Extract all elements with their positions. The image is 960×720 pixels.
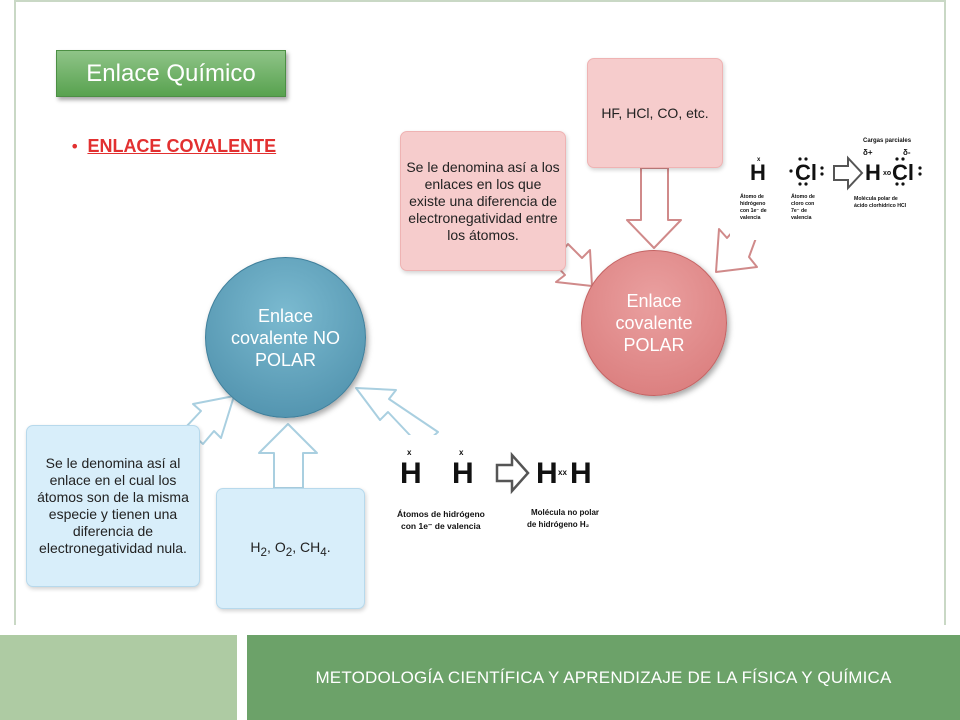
polar-examples: HF, HCl, CO, etc. (601, 105, 709, 121)
example-o-subscript: 2 (285, 545, 293, 559)
chlorine-caption-line-4: valencia (791, 215, 812, 221)
chlorine-caption-line-2: cloro con (791, 201, 814, 207)
nonpolar-examples: H2, O2, CH4. (250, 539, 330, 559)
molecule-caption-line-1: Molécula no polar (531, 508, 599, 517)
hydrogen-caption-line-2: hidrógeno (740, 201, 765, 207)
hydrogen-caption-line-3: con 1e⁻ de (740, 208, 767, 214)
delta-minus-label: δ- (903, 148, 911, 157)
nonpolar-description-box: Se le denomina así al enlace en el cual … (26, 425, 200, 587)
chlorine-electron-dots (789, 157, 824, 186)
frame-right-line (944, 0, 946, 625)
example-ch-subscript: 4 (320, 545, 327, 559)
reaction-arrow-icon (495, 451, 530, 495)
arrow-examples-to-polar (626, 167, 682, 249)
atoms-caption-line-1: Átomos de hidrógeno (397, 509, 485, 519)
frame-left-line (14, 0, 16, 625)
nonpolar-bond-circle: Enlace covalente NO POLAR (205, 257, 366, 418)
hcl-shared-pair: xo (883, 170, 891, 177)
molecule-shared-pair: xx (558, 468, 567, 477)
h2-bond-figure: x H x H H xx H Átomos de hidrógeno con 1… (385, 435, 610, 551)
chlorine-caption-line-1: Átomo de (791, 193, 815, 200)
bullet-dot: • (70, 137, 80, 156)
atoms-caption-line-2: con 1e⁻ de valencia (401, 521, 481, 531)
hydrogen-caption-line-1: Átomo de (740, 193, 764, 200)
nonpolar-bond-label: Enlace covalente NO POLAR (230, 305, 341, 370)
polar-bond-label: Enlace covalente POLAR (615, 291, 693, 355)
slide-title: Enlace Químico (86, 59, 256, 87)
polar-description: Se le denomina así a los enlaces en los … (406, 158, 560, 243)
delta-plus-label: δ+ (863, 148, 873, 157)
hcl-bond-figure: Cargas parciales δ+ δ- x H Cl H xo Cl Át… (730, 130, 933, 240)
footer-accent-block (0, 635, 237, 720)
molecule-caption-line-2: de hidrógeno H₂ (527, 520, 590, 529)
nonpolar-description: Se le denomina así al enlace en el cual … (37, 455, 189, 556)
nonpolar-examples-box: H2, O2, CH4. (216, 488, 365, 609)
hydrogen-caption-line-4: valencia (740, 215, 761, 221)
chlorine-symbol: Cl (795, 160, 817, 185)
example-separator-2: , (292, 538, 300, 555)
example-h-subscript: 2 (260, 545, 268, 559)
hcl-caption-line-1: Molécula polar de (854, 196, 898, 202)
molecule-h-left: H (536, 457, 558, 490)
polar-bond-circle: Enlace covalente POLAR (581, 250, 727, 396)
h2-electron-mark: x (459, 448, 464, 457)
section-heading: ENLACE COVALENTE (87, 136, 277, 156)
polar-examples-box: HF, HCl, CO, etc. (587, 58, 723, 168)
hcl-electron-dots (895, 157, 922, 186)
hydrogen-electron-mark: x (757, 157, 761, 163)
hcl-caption-line-2: ácido clorhídrico HCl (854, 203, 907, 209)
hcl-product-cl: Cl (892, 160, 914, 185)
polar-description-box: Se le denomina así a los enlaces en los … (400, 131, 566, 271)
slide-title-box: Enlace Químico (56, 50, 286, 97)
reaction-arrow-icon (833, 155, 864, 191)
chlorine-caption-line-3: 7e⁻ de (791, 208, 807, 214)
h1-symbol: H (400, 457, 422, 490)
arrow-examples-to-nonpolar (258, 423, 318, 489)
h2-symbol: H (452, 457, 474, 490)
example-ch: CH (299, 538, 321, 555)
footer-text: METODOLOGÍA CIENTÍFICA Y APRENDIZAJE DE … (315, 667, 892, 687)
hydrogen-symbol: H (750, 160, 766, 185)
example-h: H (250, 538, 261, 555)
frame-top-line (14, 0, 946, 2)
section-bullet: • ENLACE COVALENTE (70, 136, 276, 157)
molecule-h-right: H (570, 457, 592, 490)
h1-electron-mark: x (407, 448, 412, 457)
example-end: . (326, 538, 331, 555)
hcl-product-h: H (865, 160, 881, 185)
partial-charges-heading: Cargas parciales (863, 138, 912, 144)
example-o: O (274, 538, 286, 555)
example-separator-1: , (267, 538, 275, 555)
footer-bar: METODOLOGÍA CIENTÍFICA Y APRENDIZAJE DE … (247, 635, 960, 720)
